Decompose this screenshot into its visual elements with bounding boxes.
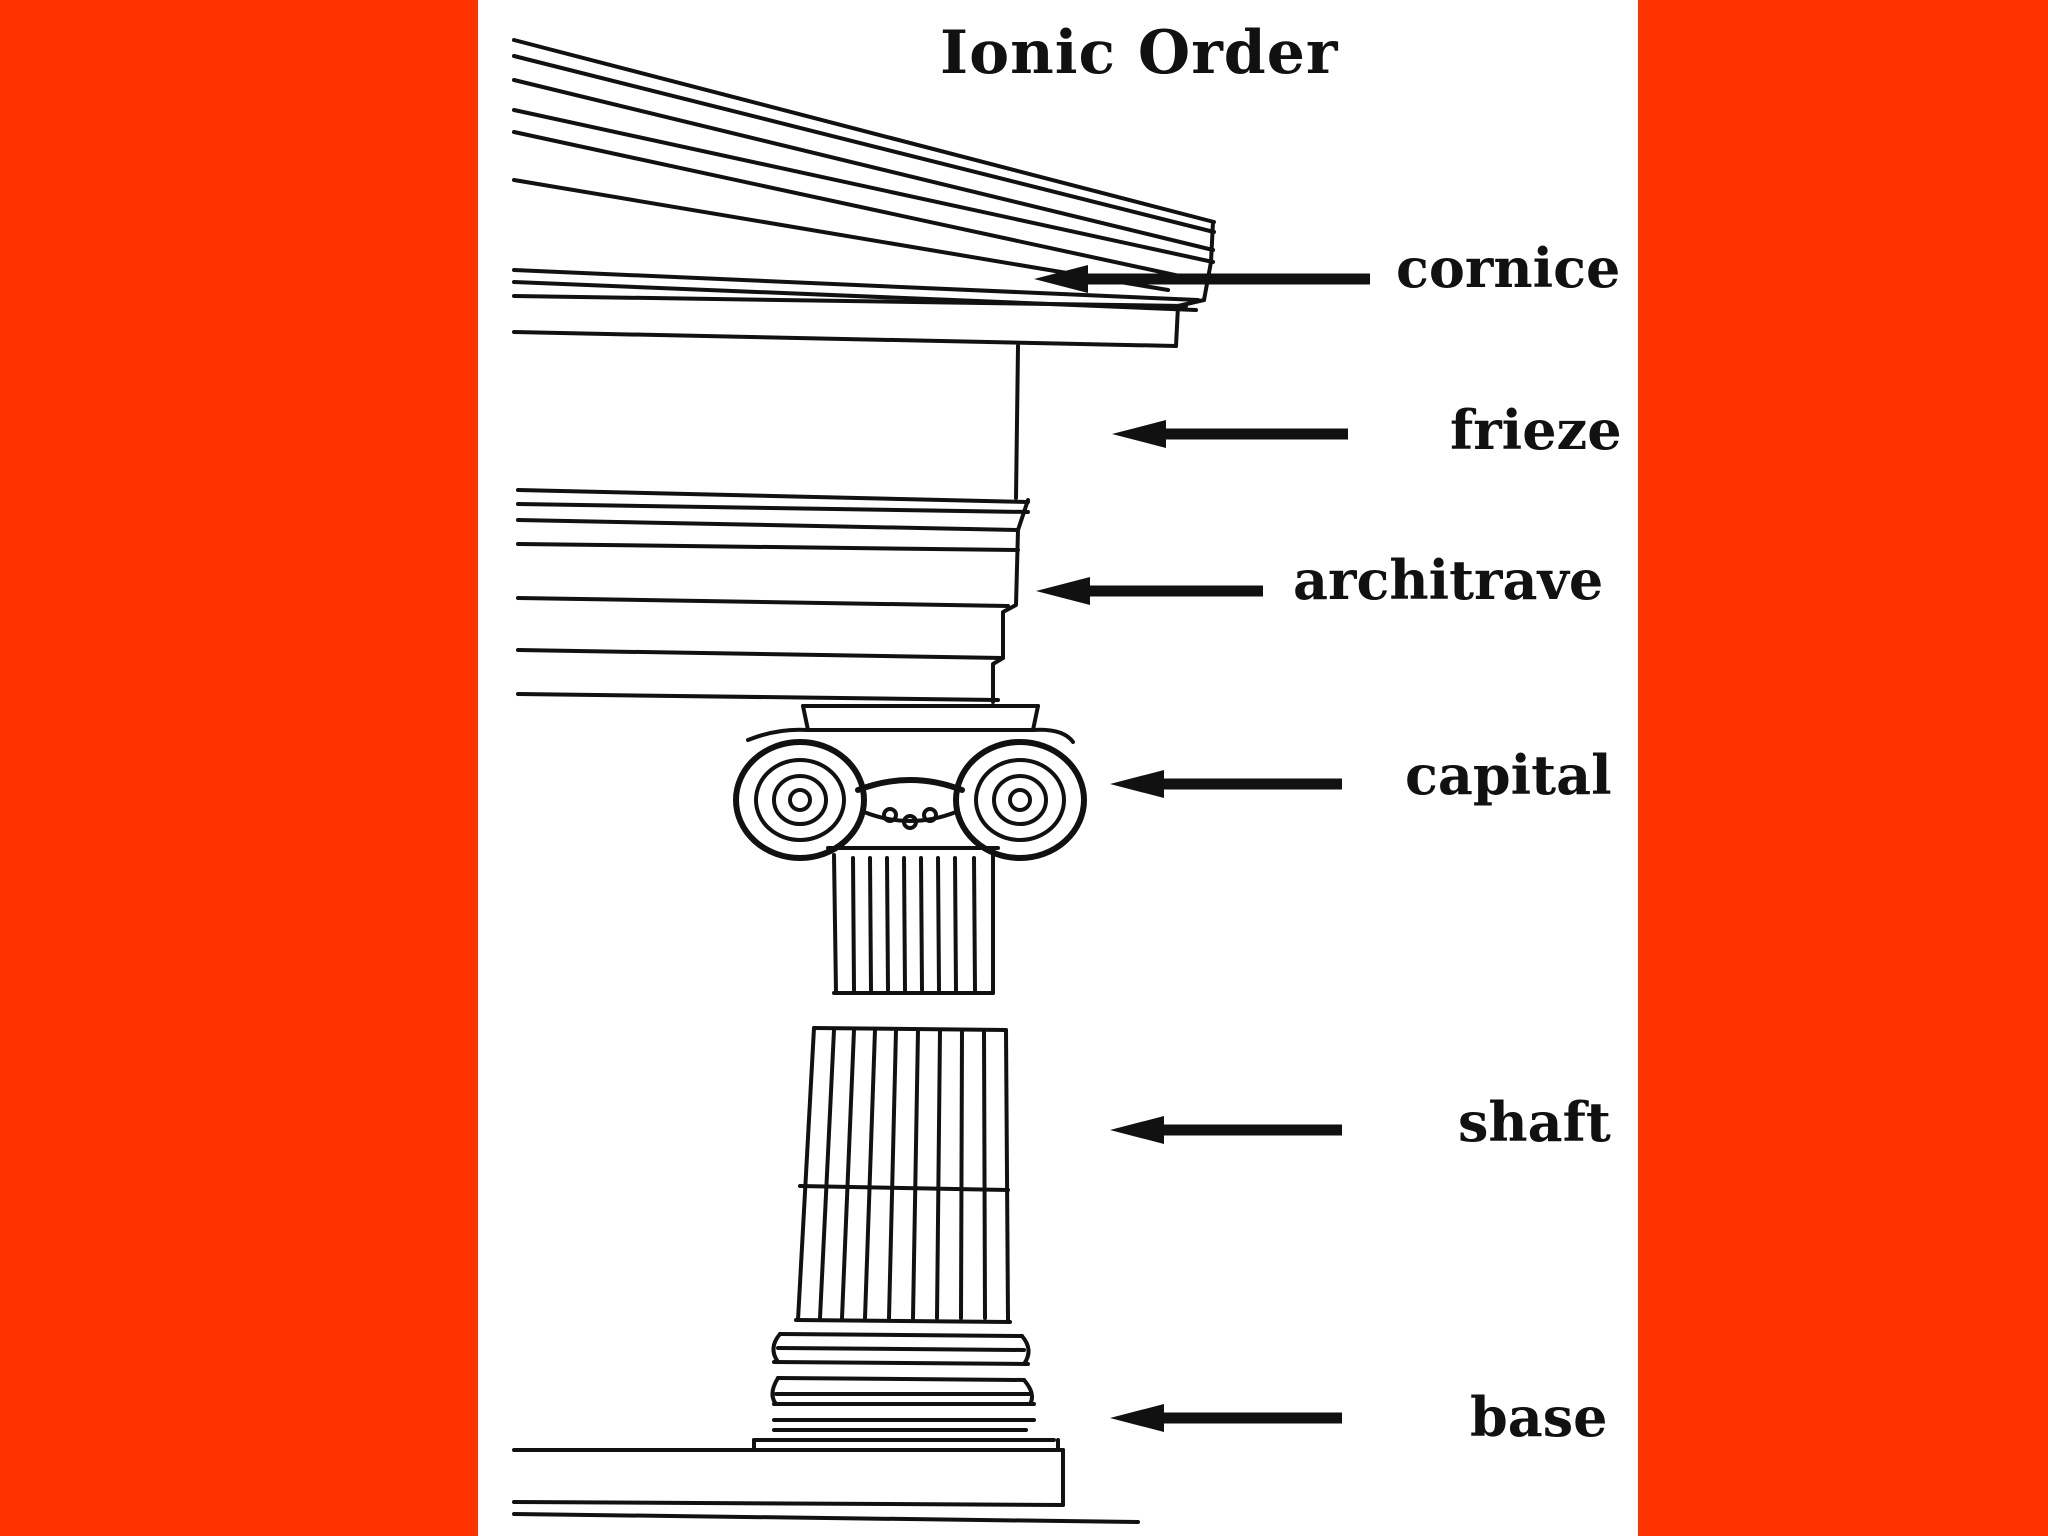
upper-shaft-drawing <box>832 853 995 995</box>
label-shaft: shaft <box>1458 1090 1611 1154</box>
label-base: base <box>1470 1385 1608 1449</box>
arrow-cornice <box>1034 265 1370 293</box>
shaft-drawing <box>796 1026 1010 1322</box>
arrow-frieze <box>1112 420 1348 448</box>
label-frieze: frieze <box>1450 398 1622 462</box>
base-drawing <box>752 1318 1060 1452</box>
arrow-capital <box>1110 770 1342 798</box>
cornice-drawing <box>512 38 1216 348</box>
arrow-architrave <box>1036 577 1263 605</box>
frieze-drawing <box>1014 344 1020 500</box>
diagram-panel: Ionic Order cornice frieze architrave ca… <box>478 0 1638 1536</box>
arrow-base <box>1110 1404 1342 1432</box>
ionic-column-drawing <box>512 38 1370 1524</box>
arrow-shaft <box>1110 1116 1342 1144</box>
label-cornice: cornice <box>1396 236 1621 300</box>
label-architrave: architrave <box>1293 548 1604 612</box>
architrave-drawing <box>516 488 1030 704</box>
label-capital: capital <box>1405 743 1612 807</box>
stylobate-drawing <box>512 1448 1140 1524</box>
diagram-title: Ionic Order <box>940 18 1339 88</box>
capital-drawing <box>733 704 1087 861</box>
